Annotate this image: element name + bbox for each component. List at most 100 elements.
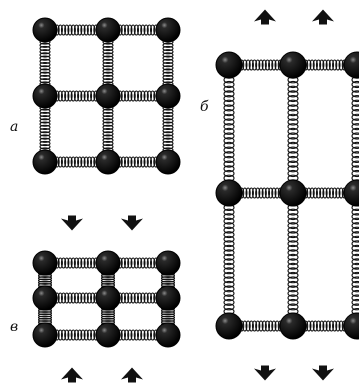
spring-coil <box>67 292 73 304</box>
spring-coil <box>332 320 338 332</box>
spring-coil <box>248 187 254 199</box>
spring-coil <box>127 156 133 168</box>
spring-coil <box>86 90 93 102</box>
spring-coil <box>73 257 80 269</box>
atom-ball <box>155 83 181 109</box>
atom-ball <box>155 285 181 311</box>
spring <box>114 156 162 168</box>
spring-coil <box>77 24 83 36</box>
spring-coil <box>60 292 67 304</box>
spring-coil <box>315 59 322 71</box>
spring-coil <box>338 59 344 71</box>
spring-coil <box>271 187 277 199</box>
spring <box>51 257 102 269</box>
atom-ball <box>279 312 307 340</box>
atom-ball <box>155 149 181 175</box>
spring-coil <box>37 315 53 320</box>
spring-coil <box>160 317 176 322</box>
spring-coil <box>39 140 51 147</box>
spring-coil <box>37 311 53 316</box>
spring-coil <box>351 160 359 168</box>
spring-coil <box>251 59 258 71</box>
atom-ball <box>95 250 121 276</box>
spring-coil <box>351 165 359 173</box>
spring-coil <box>335 187 341 199</box>
spring-coil <box>328 187 335 199</box>
spring-coil <box>287 262 299 270</box>
spring-coil <box>306 187 312 199</box>
spring-coil <box>261 59 267 71</box>
spring-coil <box>338 320 344 332</box>
spring-coil <box>80 90 86 102</box>
panel-label-v: в <box>10 319 19 335</box>
spring-coil <box>287 231 299 239</box>
spring-coil <box>287 303 299 311</box>
spring-coil <box>351 217 359 225</box>
spring-coil <box>39 137 51 143</box>
spring-coil <box>37 276 53 281</box>
spring-coil <box>351 137 359 145</box>
spring-coil <box>146 156 153 168</box>
spring-coil <box>140 24 146 36</box>
atom-ball <box>215 312 243 340</box>
spring-coil <box>332 187 338 199</box>
spring-coil <box>127 292 133 304</box>
spring-coil <box>90 24 96 36</box>
spring <box>51 156 102 168</box>
spring-coil <box>351 85 359 93</box>
spring-coil <box>37 317 53 322</box>
atom-ball <box>32 83 58 109</box>
spring-coil <box>245 187 251 199</box>
spring <box>162 36 174 90</box>
spring-coil <box>351 109 359 117</box>
spring-coil <box>90 156 96 168</box>
spring-coil <box>309 59 315 71</box>
spring-coil <box>64 257 70 269</box>
spring <box>114 257 162 269</box>
spring-coil <box>127 90 133 102</box>
spring-coil <box>223 249 235 257</box>
spring-coil <box>264 59 271 71</box>
spring-coil <box>64 292 70 304</box>
spring <box>299 59 351 71</box>
spring-coil <box>162 58 174 65</box>
atom-ball <box>155 250 181 276</box>
spring-coil <box>287 294 299 302</box>
spring-coil <box>287 285 299 293</box>
spring-coil <box>80 292 86 304</box>
spring-coil <box>160 276 176 281</box>
spring-coil <box>86 292 93 304</box>
spring-coil <box>162 108 174 114</box>
spring-coil <box>287 85 299 93</box>
spring-coil <box>162 137 174 143</box>
spring-coil <box>149 24 156 36</box>
spring-coil <box>39 74 51 81</box>
panel-a-equilibrium-lattice <box>32 17 181 175</box>
spring-coil <box>223 155 235 164</box>
atom-ball <box>279 179 307 207</box>
spring-coil <box>77 292 83 304</box>
spring-coil <box>261 187 267 199</box>
spring-coil <box>351 80 359 89</box>
spring-coil <box>258 59 264 71</box>
spring-coil <box>39 124 51 131</box>
spring-coil <box>223 208 235 216</box>
spring-coil <box>100 278 116 283</box>
spring-coil <box>143 329 149 341</box>
spring-coil <box>39 121 51 127</box>
spring-coil <box>335 59 341 71</box>
spring-coil <box>223 298 235 306</box>
spring-coil <box>287 208 299 216</box>
spring-coil <box>160 311 176 316</box>
spring-coil <box>37 280 53 285</box>
spring-coil <box>287 280 299 288</box>
spring-coil <box>251 320 258 332</box>
spring-coil <box>287 169 299 178</box>
atom-ball <box>95 149 121 175</box>
spring-coil <box>60 329 67 341</box>
spring-coil <box>351 249 359 257</box>
spring-coil <box>351 240 359 248</box>
spring-coil <box>162 134 174 140</box>
spring-coil <box>160 313 176 318</box>
